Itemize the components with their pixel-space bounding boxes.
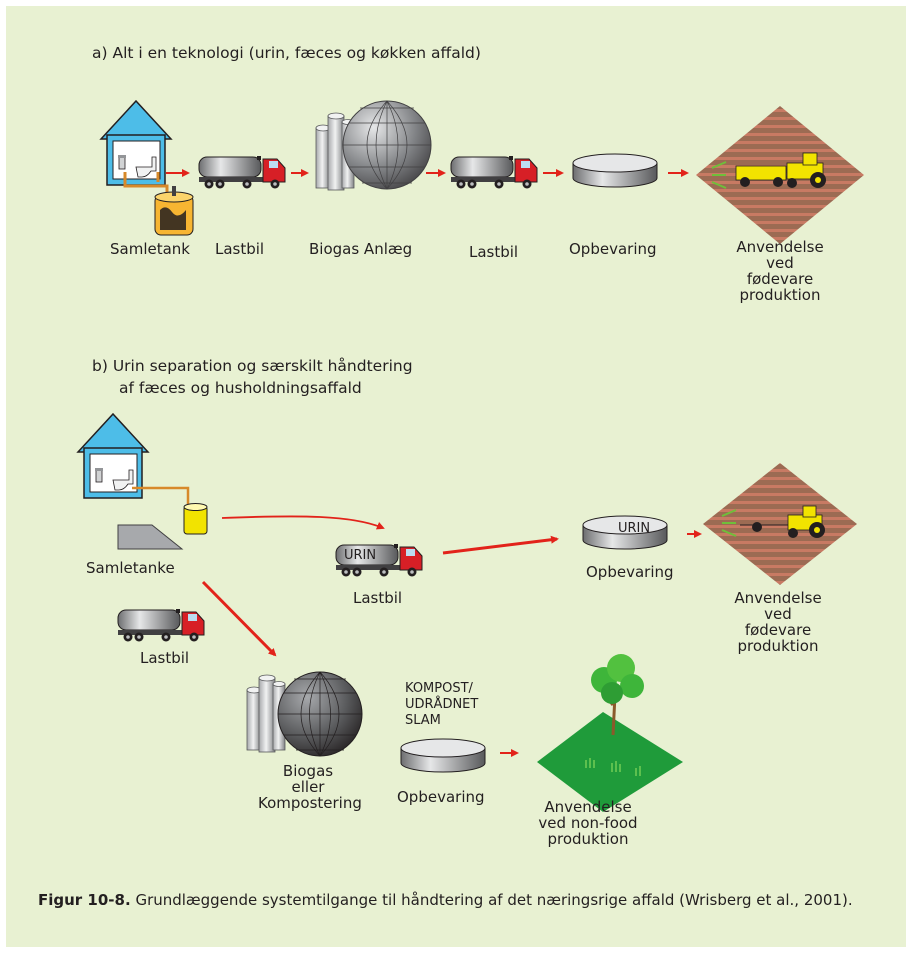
tree-icon (591, 654, 644, 736)
grass-field-icon (537, 712, 683, 812)
section-b (77, 413, 857, 812)
label-anvendelse-food: Anvendelse ved fødevare produktion (734, 589, 822, 655)
pipe-icon-b (132, 486, 190, 504)
section-a-heading: a) Alt i en teknologi (urin, fæces og kø… (92, 44, 481, 62)
tractor-icon-b (787, 505, 825, 538)
label-kompost: KOMPOST/ UDRÅDNET SLAM (405, 681, 479, 728)
caption-label: Figur 10-8. (38, 891, 131, 909)
collection-tank-icon (154, 186, 194, 236)
section-b-heading-line2: af fæces og husholdningsaffald (119, 379, 362, 397)
label-lastbil-1: Lastbil (215, 240, 265, 258)
label-anvendelse-nonfood: Anvendelse ved non-food produktion (538, 798, 638, 848)
field-icon (696, 106, 864, 244)
label-lastbil-urin: Lastbil (353, 589, 403, 607)
field-icon-b (703, 463, 857, 585)
truck-urin-text: URIN (343, 548, 377, 563)
label-biogas-kompostering: Biogas eller Kompostering (258, 762, 362, 812)
house-icon-b (77, 413, 149, 499)
house-icon (100, 100, 172, 186)
caption-text: Grundlæggende systemtilgange til håndter… (130, 891, 853, 909)
pipe-icon (123, 172, 169, 194)
section-b-heading-line1: b) Urin separation og særskilt håndterin… (92, 357, 413, 375)
label-lastbil-2: Lastbil (469, 243, 519, 261)
section-a (100, 100, 864, 244)
compost-storage-icon (400, 738, 486, 773)
faeces-truck-icon (117, 608, 205, 642)
truck-icon-2 (450, 155, 538, 189)
tank-urin-text: URIN (617, 521, 651, 536)
faeces-tank-icon (117, 524, 184, 550)
storage-tank-icon (572, 153, 658, 188)
label-samletanke: Samletanke (86, 559, 175, 577)
biogas-dome-icon-b (277, 671, 363, 757)
label-opbevaring-a: Opbevaring (569, 240, 657, 258)
label-anvendelse-a: Anvendelse ved fødevare produktion (736, 238, 824, 304)
biogas-dome-icon (342, 100, 432, 190)
figure-caption: Figur 10-8. Grundlæggende systemtilgange… (38, 889, 888, 911)
label-samletank: Samletank (110, 240, 190, 258)
label-opbevaring-urin: Opbevaring (586, 563, 674, 581)
tractor-icon (786, 152, 826, 188)
flow-arrows-b (201, 515, 702, 757)
label-lastbil-faeces: Lastbil (140, 649, 190, 667)
diagram-canvas (77, 100, 864, 812)
label-biogas-anlaeg: Biogas Anlæg (309, 240, 413, 258)
figure-panel: a) Alt i en teknologi (urin, fæces og kø… (6, 6, 906, 947)
urine-tank-icon (183, 503, 208, 535)
truck-icon (198, 155, 286, 189)
label-opbevaring-kompost: Opbevaring (397, 788, 485, 806)
